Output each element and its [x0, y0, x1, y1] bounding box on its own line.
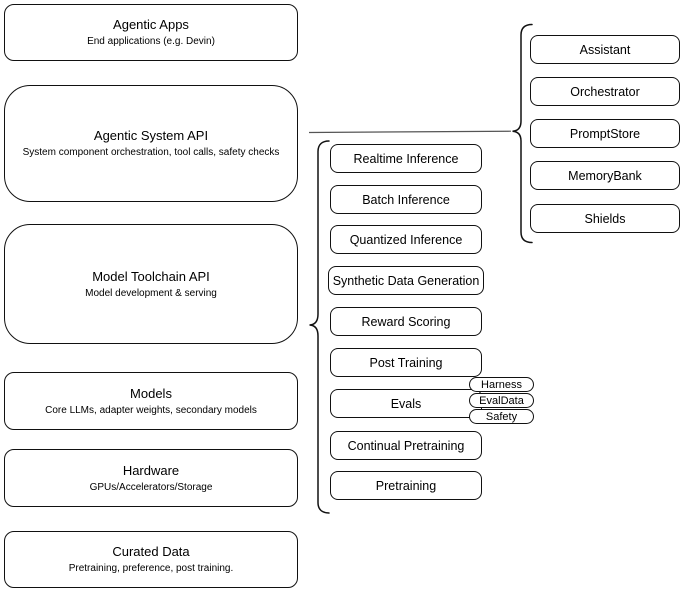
node-post-training: Post Training	[330, 348, 482, 377]
node-synthetic-data-generation: Synthetic Data Generation	[328, 266, 484, 295]
node-model-toolchain-api: Model Toolchain API Model development & …	[4, 224, 298, 344]
tag-label: Harness	[481, 378, 522, 391]
node-evals: Evals	[330, 389, 482, 418]
node-shields: Shields	[530, 204, 680, 233]
toolchain-bracket	[309, 140, 330, 514]
node-label: Realtime Inference	[353, 151, 459, 166]
tag-label: Safety	[485, 410, 518, 423]
node-subtitle: GPUs/Accelerators/Storage	[89, 481, 213, 493]
node-subtitle: Model development & serving	[85, 287, 217, 299]
node-label: Reward Scoring	[361, 314, 451, 329]
node-batch-inference: Batch Inference	[330, 185, 482, 214]
node-subtitle: System component orchestration, tool cal…	[22, 147, 280, 158]
node-title: Agentic System API	[93, 128, 209, 143]
node-reward-scoring: Reward Scoring	[330, 307, 482, 336]
node-label: Batch Inference	[362, 192, 450, 207]
tag-label: EvalData	[479, 394, 524, 407]
tag-safety: Safety	[469, 409, 534, 424]
node-assistant: Assistant	[530, 35, 680, 64]
node-label: Synthetic Data Generation	[332, 273, 480, 288]
node-realtime-inference: Realtime Inference	[330, 144, 482, 173]
node-agentic-apps: Agentic Apps End applications (e.g. Devi…	[4, 4, 298, 61]
node-title: Agentic Apps	[113, 17, 189, 32]
node-subtitle: Pretraining, preference, post training.	[68, 563, 234, 574]
node-curated-data: Curated Data Pretraining, preference, po…	[4, 531, 298, 588]
tag-evaldata: EvalData	[469, 393, 534, 408]
node-subtitle: End applications (e.g. Devin)	[87, 36, 215, 47]
node-title: Curated Data	[112, 544, 190, 559]
node-models: Models Core LLMs, adapter weights, secon…	[4, 372, 298, 430]
node-subtitle: Core LLMs, adapter weights, secondary mo…	[45, 404, 257, 416]
node-title: Models	[130, 385, 172, 401]
node-label: Pretraining	[375, 478, 437, 493]
node-label: Shields	[584, 211, 626, 226]
tag-harness: Harness	[469, 377, 534, 392]
node-orchestrator: Orchestrator	[530, 77, 680, 106]
node-label: Quantized Inference	[349, 232, 463, 247]
node-hardware: Hardware GPUs/Accelerators/Storage	[4, 449, 298, 507]
node-label: Orchestrator	[570, 84, 640, 99]
node-label: Evals	[390, 396, 422, 411]
node-promptstore: PromptStore	[530, 119, 680, 148]
node-pretraining: Pretraining	[330, 471, 482, 500]
node-quantized-inference: Quantized Inference	[330, 225, 482, 254]
node-label: MemoryBank	[568, 168, 642, 183]
node-label: Assistant	[579, 42, 631, 57]
system-api-connector-line	[308, 130, 512, 134]
node-label: PromptStore	[569, 126, 641, 141]
node-label: Post Training	[369, 355, 443, 370]
node-title: Model Toolchain API	[92, 268, 210, 284]
node-continual-pretraining: Continual Pretraining	[330, 431, 482, 460]
node-memorybank: MemoryBank	[530, 161, 680, 190]
node-label: Continual Pretraining	[347, 438, 465, 453]
node-agentic-system-api: Agentic System API System component orch…	[4, 85, 298, 202]
node-title: Hardware	[122, 462, 180, 478]
